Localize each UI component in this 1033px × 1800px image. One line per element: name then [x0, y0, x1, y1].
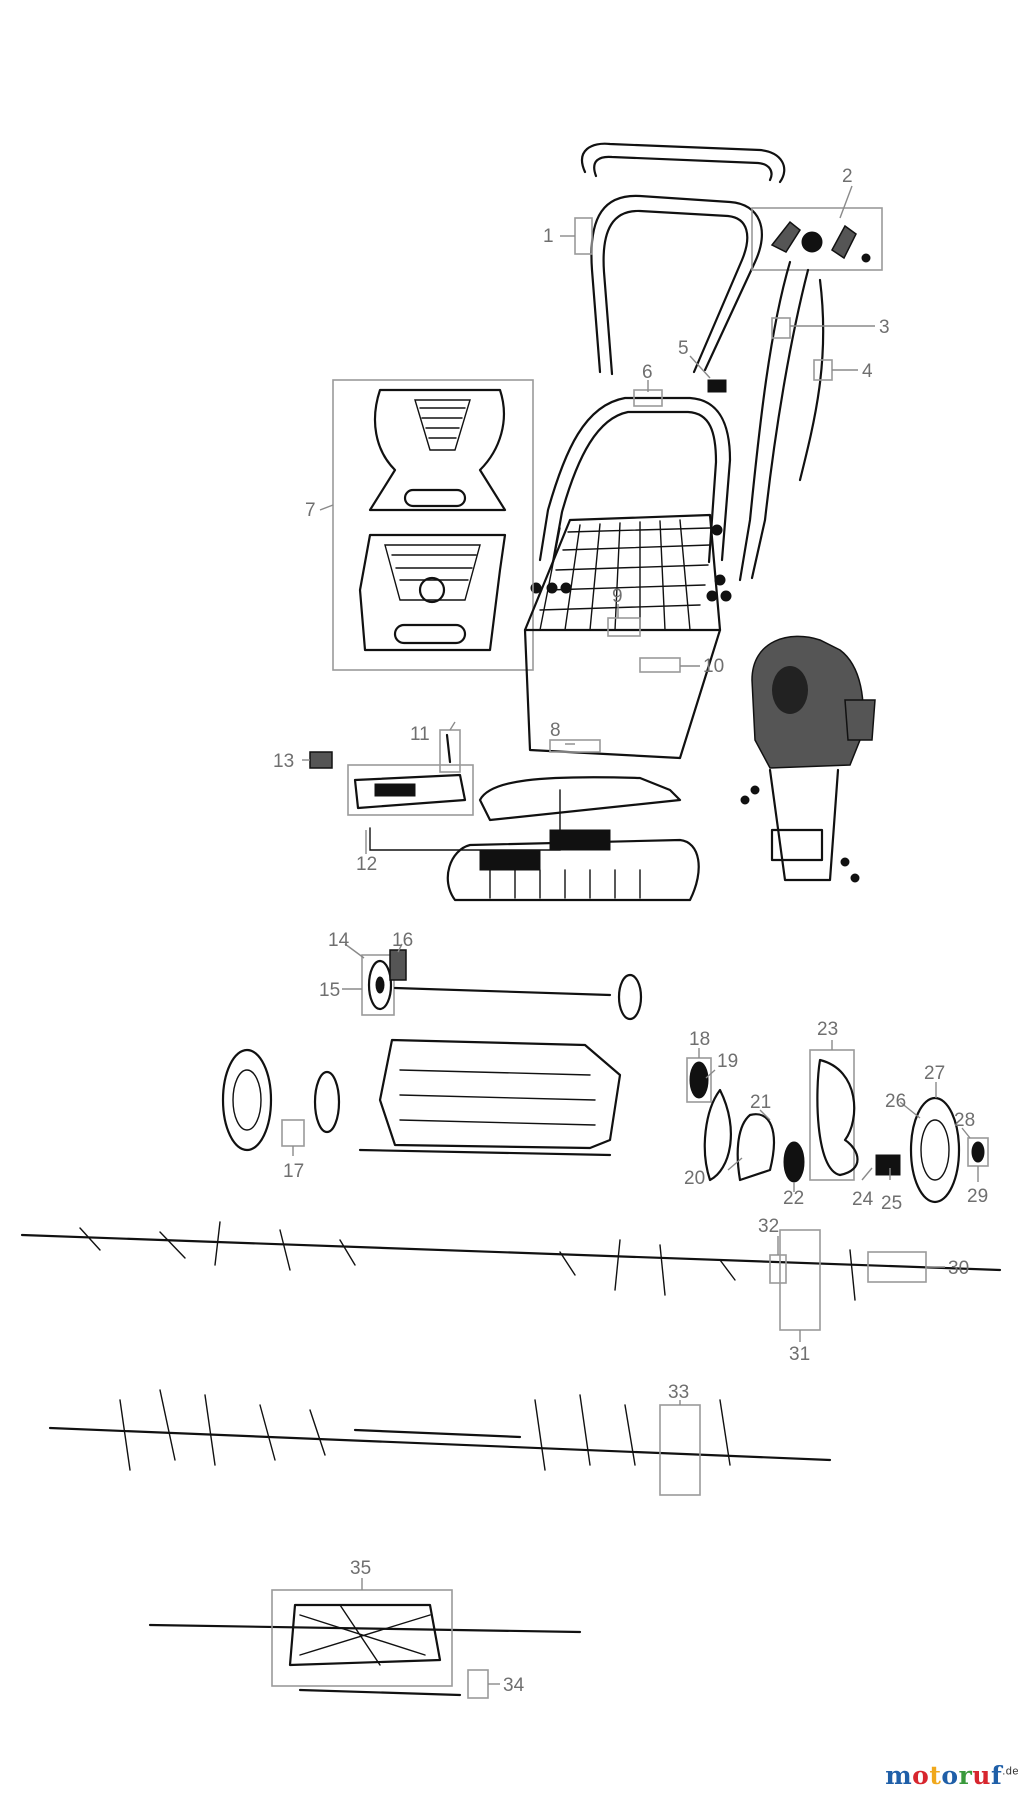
part-label-8: 8 [550, 720, 561, 741]
part-label-27: 27 [924, 1063, 945, 1084]
part-label-15: 15 [319, 980, 340, 1001]
watermark-suffix: .de [1002, 1765, 1019, 1778]
part-label-12: 12 [356, 854, 377, 875]
deck-housing [446, 776, 700, 902]
part-label-32: 32 [758, 1216, 779, 1237]
rear-wheel-axle [361, 949, 643, 1021]
part-label-14: 14 [328, 930, 350, 951]
part-label-11: 11 [410, 724, 430, 745]
part-label-23: 23 [817, 1019, 838, 1040]
part-label-35: 35 [350, 1558, 371, 1579]
part-label-31: 31 [789, 1344, 810, 1365]
part-label-33: 33 [668, 1382, 689, 1403]
watermark-text: motoruf [885, 1761, 1003, 1790]
part-label-5: 5 [678, 338, 689, 359]
part-label-25: 25 [881, 1193, 902, 1214]
aerator-tine-shaft [48, 1389, 832, 1496]
callout-leaders [292, 185, 979, 1685]
catcher-frame-panels [332, 379, 534, 671]
switch-box-assembly [309, 729, 561, 851]
part-label-7: 7 [305, 500, 316, 521]
part-number-labels: 1 2 3 4 5 6 7 8 9 10 11 12 13 14 15 16 1… [273, 166, 988, 1696]
part-label-3: 3 [879, 317, 890, 338]
engine-motor [740, 635, 876, 883]
cutting-reel-assembly [148, 1589, 582, 1699]
part-label-6: 6 [642, 362, 653, 383]
part-label-24: 24 [852, 1189, 874, 1210]
part-label-28: 28 [954, 1110, 975, 1131]
part-label-26: 26 [885, 1091, 906, 1112]
part-label-30: 30 [948, 1258, 969, 1279]
grass-catcher-basket [523, 513, 722, 760]
part-label-10: 10 [703, 656, 724, 677]
part-label-21: 21 [750, 1092, 771, 1113]
scarifier-blade-shaft [20, 1221, 1002, 1331]
part-label-22: 22 [783, 1188, 804, 1209]
part-label-2: 2 [842, 166, 853, 187]
part-label-9: 9 [612, 586, 623, 607]
part-label-13: 13 [273, 751, 294, 772]
handle-assembly [530, 142, 883, 602]
part-label-29: 29 [967, 1186, 988, 1207]
motoruf-watermark-logo: motoruf.de [885, 1761, 1019, 1790]
part-label-20: 20 [684, 1168, 705, 1189]
part-label-16: 16 [392, 930, 413, 951]
part-label-4: 4 [862, 361, 873, 382]
main-drive-assembly [221, 1038, 989, 1204]
part-label-18: 18 [689, 1029, 710, 1050]
part-label-19: 19 [717, 1051, 738, 1072]
part-label-34: 34 [503, 1675, 525, 1696]
part-label-17: 17 [283, 1161, 304, 1182]
part-label-1: 1 [543, 226, 554, 247]
